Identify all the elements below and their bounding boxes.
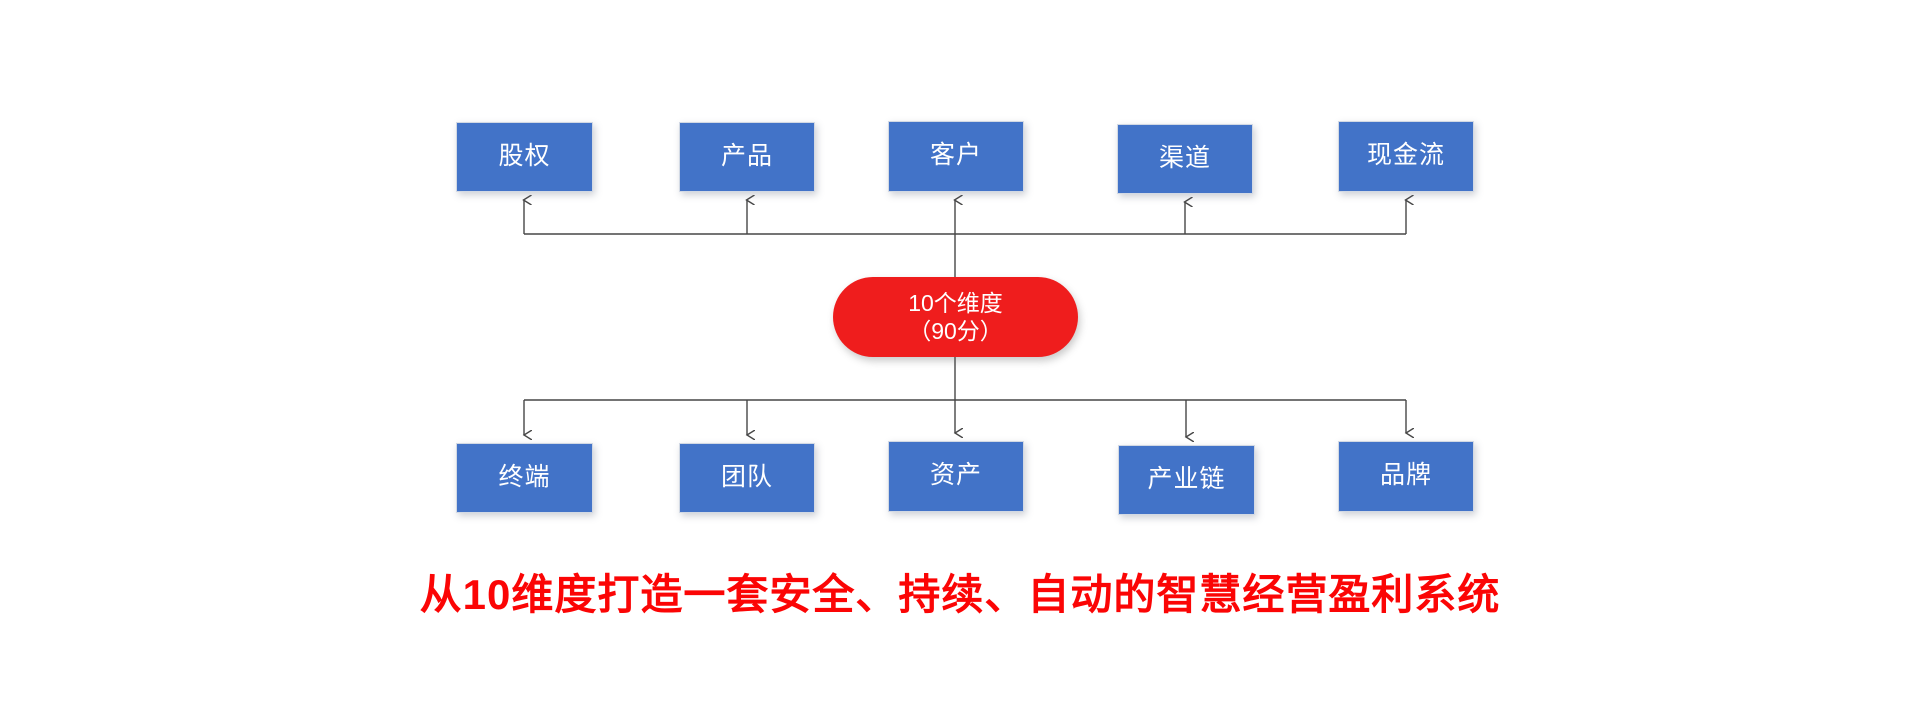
bottom-node-brand[interactable]: 品牌 [1338, 441, 1474, 512]
top-node-cashflow[interactable]: 现金流 [1338, 121, 1474, 192]
bottom-node-assets-label: 资产 [929, 461, 982, 489]
bottom-node-assets[interactable]: 资产 [888, 441, 1024, 512]
bottom-node-team-label: 团队 [720, 462, 773, 491]
bottom-node-industry-chain-label: 产业链 [1147, 464, 1226, 493]
top-node-customer-label: 客户 [929, 141, 982, 169]
top-node-customer[interactable]: 客户 [888, 121, 1024, 192]
top-node-equity[interactable]: 股权 [456, 122, 593, 192]
top-node-equity-label: 股权 [498, 141, 551, 170]
center-node-line2: （90分） [908, 318, 1003, 344]
top-node-channel-label: 渠道 [1158, 143, 1211, 172]
bottom-node-terminal-label: 终端 [498, 462, 551, 491]
top-node-channel[interactable]: 渠道 [1117, 124, 1253, 194]
top-node-product-label: 产品 [720, 141, 773, 170]
bottom-node-team[interactable]: 团队 [679, 443, 815, 513]
top-node-cashflow-label: 现金流 [1366, 141, 1445, 169]
diagram-caption: 从10维度打造一套安全、持续、自动的智慧经营盈利系统 [419, 571, 1501, 618]
center-node-ten-dimensions[interactable]: 10个维度 （90分） [833, 277, 1078, 357]
bottom-node-industry-chain[interactable]: 产业链 [1118, 445, 1255, 515]
bottom-node-brand-label: 品牌 [1379, 461, 1432, 489]
bottom-node-terminal[interactable]: 终端 [456, 443, 593, 513]
top-node-product[interactable]: 产品 [679, 122, 815, 192]
center-node-line1: 10个维度 [908, 289, 1003, 316]
